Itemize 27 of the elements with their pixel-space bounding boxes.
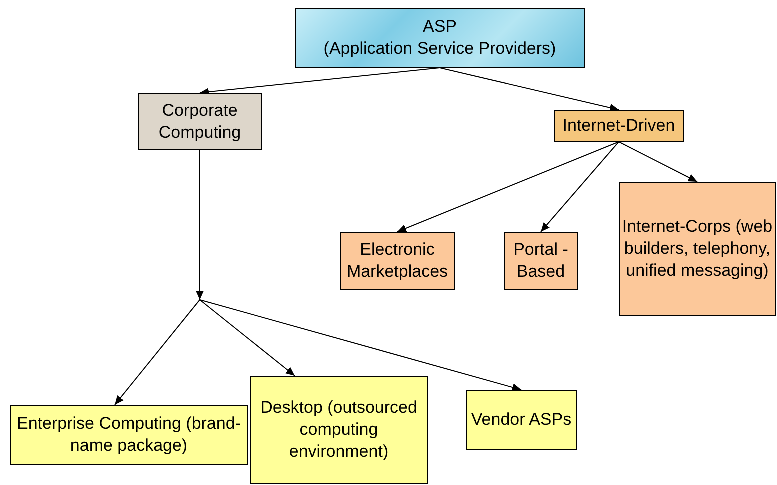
root-box (295, 8, 585, 68)
node-label: Corporate Computing (158, 100, 242, 144)
arrow (200, 300, 296, 376)
type-box (340, 232, 455, 290)
arrow (540, 142, 620, 232)
node-label: Vendor ASPs (471, 409, 572, 431)
type-box (619, 182, 776, 316)
type-box (466, 390, 577, 450)
arrow (196, 150, 204, 300)
node-label: Portal -Based (512, 239, 570, 283)
category-box (554, 110, 684, 142)
arrow (618, 142, 698, 182)
arrow (397, 142, 620, 232)
type-box (250, 376, 428, 484)
arrow (114, 300, 200, 406)
node-label: Enterprise Computing (brand-name package) (16, 413, 242, 457)
arrow (200, 300, 522, 392)
node-label: ASP (422, 16, 458, 38)
type-box (504, 232, 578, 290)
node-label: Internet-Driven (562, 115, 676, 137)
node-label: Desktop (outsourced computing environment) (260, 397, 418, 463)
type-box (10, 405, 248, 465)
node-label: Internet-Corps (web builders, telephony, unified messaging) (622, 216, 773, 282)
node-label: (Application Service Providers) (324, 38, 556, 60)
category-box (138, 93, 262, 150)
arrow (440, 68, 620, 112)
node-label: Electronic Marketplaces (346, 239, 450, 283)
